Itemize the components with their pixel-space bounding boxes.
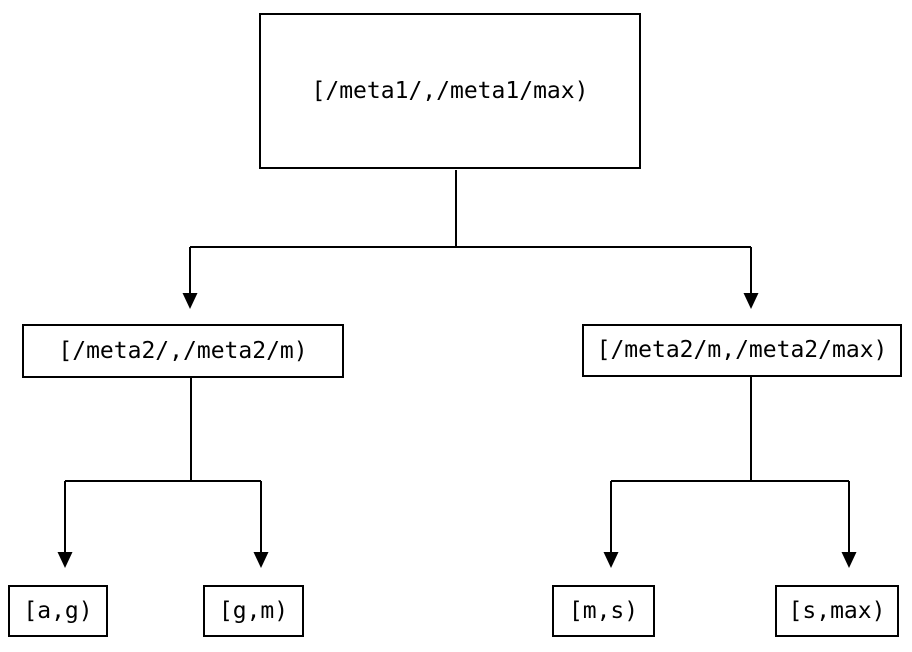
arrowhead-left-gm-icon: [253, 552, 269, 568]
arrowhead-right-smax-icon: [841, 552, 857, 568]
tree-leaf-ms: [m,s): [552, 585, 655, 637]
tree-leaf-ag-label: [a,g): [23, 597, 93, 624]
tree-leaf-gm: [g,m): [203, 585, 304, 637]
tree-node-root: [/meta1/,/meta1/max): [259, 13, 641, 169]
tree-node-meta2-low-label: [/meta2/,/meta2/m): [58, 337, 308, 364]
tree-leaf-smax-label: [s,max): [788, 597, 886, 624]
tree-leaf-gm-label: [g,m): [218, 597, 289, 624]
edge-left-split-lines: [64, 378, 262, 553]
tree-leaf-ms-label: [m,s): [568, 597, 639, 624]
arrowhead-root-left-icon: [182, 293, 198, 309]
tree-leaf-ag: [a,g): [8, 585, 108, 637]
edge-right-split-lines: [610, 377, 850, 553]
edge-root-split-lines: [189, 170, 752, 294]
arrowhead-left-ag-icon: [57, 552, 73, 568]
arrowhead-root-right-icon: [743, 293, 759, 309]
tree-node-meta2-high-label: [/meta2/m,/meta2/max): [596, 337, 888, 363]
arrowhead-right-ms-icon: [603, 552, 619, 568]
tree-node-meta2-high: [/meta2/m,/meta2/max): [582, 324, 902, 377]
tree-node-meta2-low: [/meta2/,/meta2/m): [22, 324, 344, 378]
tree-leaf-smax: [s,max): [775, 585, 899, 637]
tree-node-root-label: [/meta1/,/meta1/max): [311, 77, 589, 104]
